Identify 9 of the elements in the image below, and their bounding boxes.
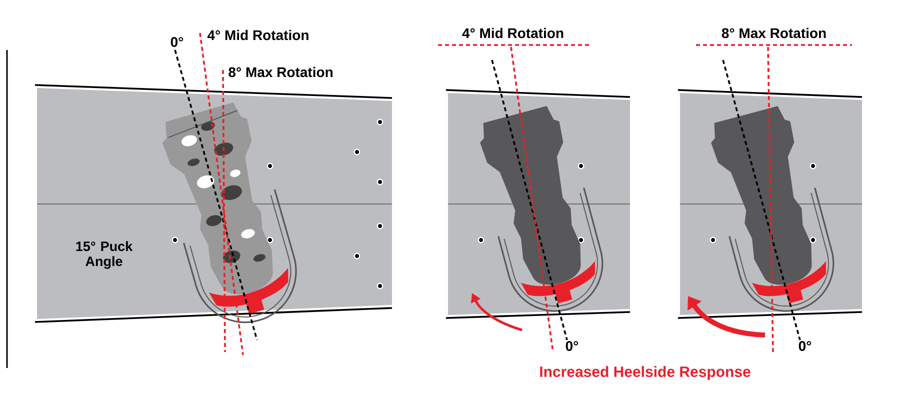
angle-label: 0°	[170, 37, 184, 47]
angle-label: 0°	[798, 341, 812, 351]
angle-label: 15° Puck Angle	[76, 241, 133, 269]
angle-label: 0°	[566, 341, 578, 351]
rotation-label: 4° Mid Rotation	[462, 28, 564, 38]
caption-text: Increased Heelside Response	[540, 366, 750, 380]
rotation-label: 8° Max Rotation	[228, 66, 332, 78]
rotation-label: 4° Mid Rotation	[207, 30, 308, 40]
rotation-label: 8° Max Rotation	[722, 28, 826, 38]
